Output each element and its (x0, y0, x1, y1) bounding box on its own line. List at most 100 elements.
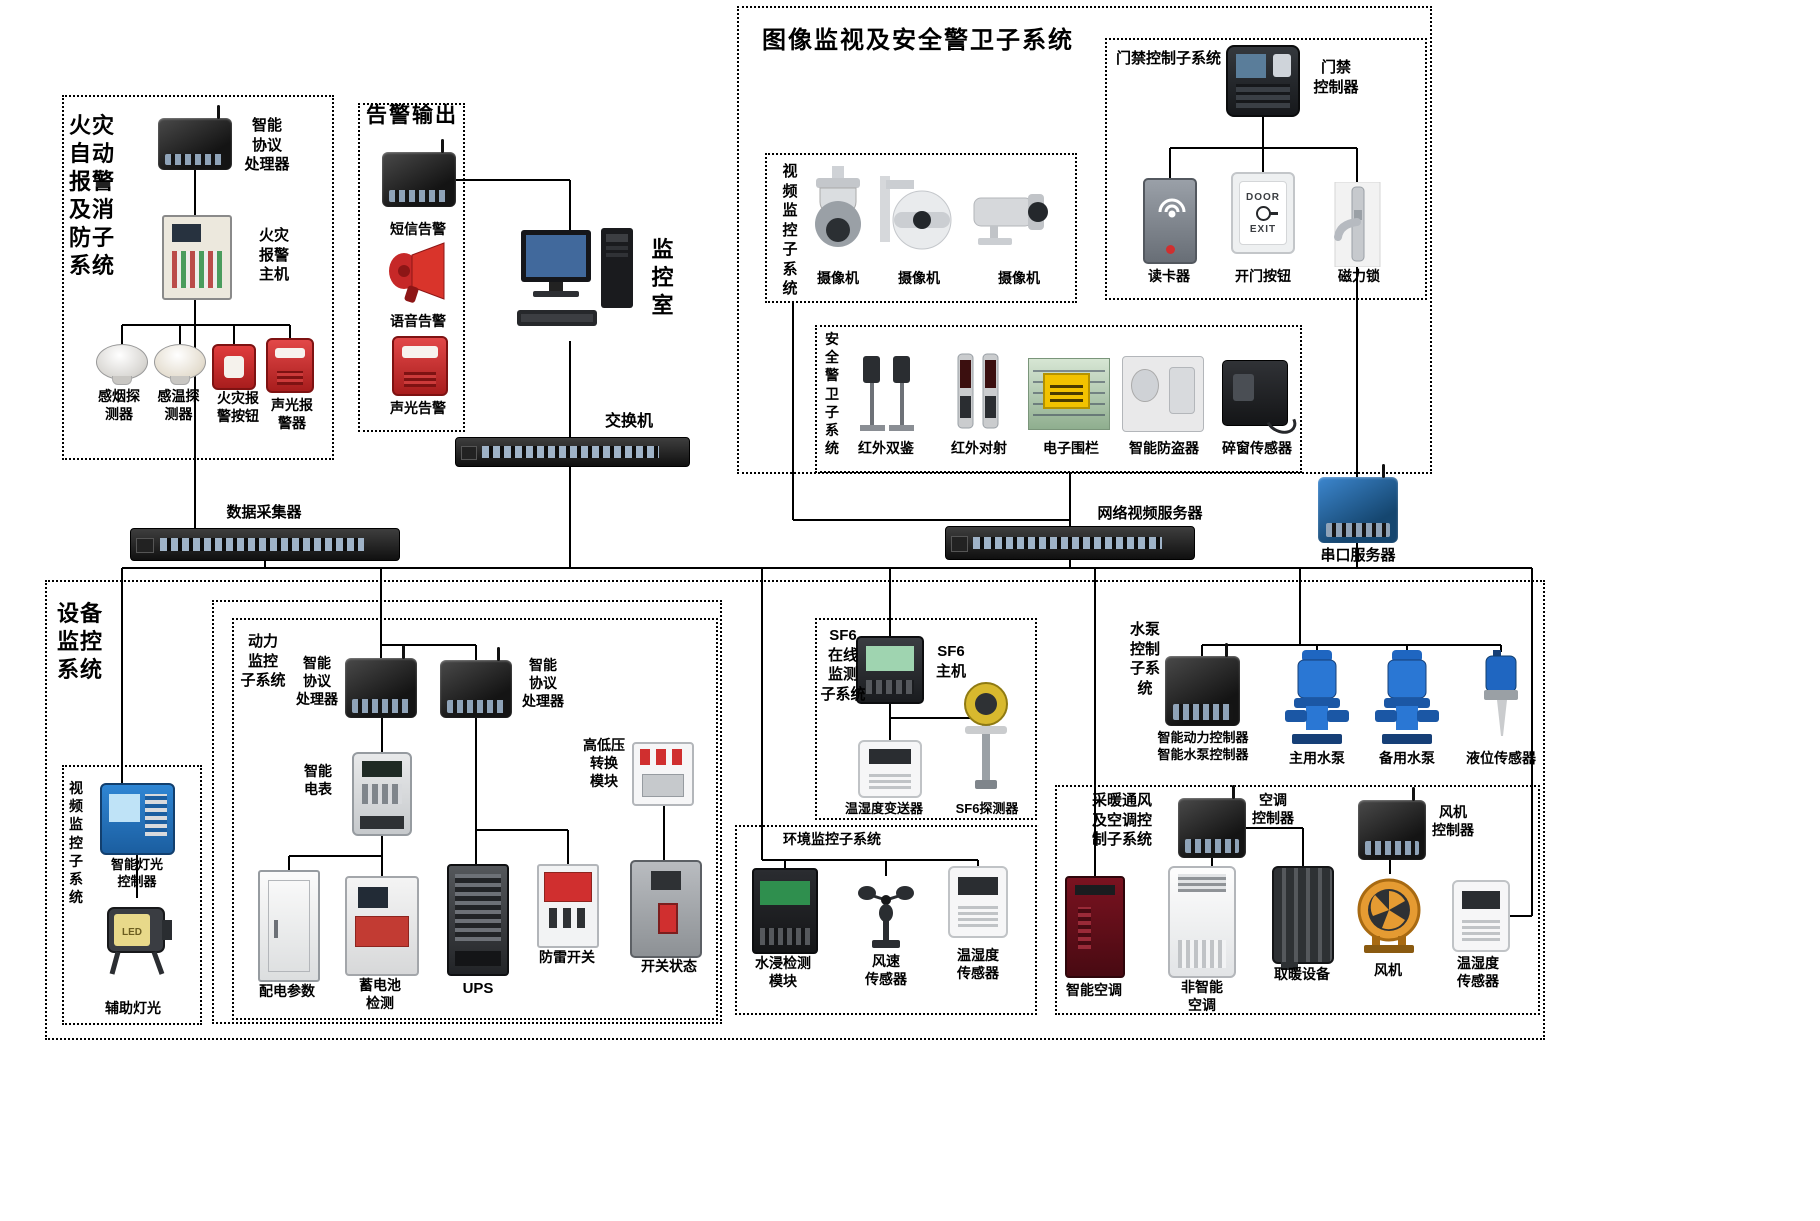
monitor-room-label: 监 控 室 (651, 237, 675, 318)
pump-controller-label: 智能动力控制器 智能水泵控制器 (1157, 730, 1249, 762)
anti-theft-label: 智能防盗器 (1129, 440, 1199, 456)
camera-bullet-device (968, 186, 1056, 254)
aux-light-label: 辅助灯光 (105, 1000, 161, 1016)
hvac-sub-box (1055, 785, 1540, 1015)
backup-pump-device (1374, 648, 1440, 748)
electric-fence-label: 电子围栏 (1043, 440, 1099, 456)
security-guard-box (815, 325, 1302, 473)
battery-tester-label: 蓄电池 检测 (359, 977, 401, 1012)
surveillance-title: 图像监视及安全警卫子系统 (762, 27, 1074, 54)
sf6-detector-label: SF6探测器 (955, 801, 1019, 816)
lan-switch-device (455, 437, 690, 467)
smart-meter-device (352, 752, 412, 836)
video-server-label: 网络视频服务器 (1097, 505, 1203, 522)
surge-protector-label: 防雷开关 (539, 949, 595, 965)
water-leak-module-device (752, 868, 818, 954)
floodlight-device: LED (102, 898, 178, 980)
power-sub-box (232, 618, 718, 1020)
backup-pump-label: 备用水泵 (1379, 750, 1435, 766)
wind-sensor-device (855, 876, 917, 952)
hv-module-label: 高低压 转换 模块 (583, 737, 625, 790)
heater-label: 取暖设备 (1274, 966, 1330, 982)
sf6-sub-title: SF6 在线 监测 子系统 (820, 627, 866, 703)
window-break-sensor-label: 碎窗传感器 (1222, 440, 1292, 456)
battery-tester-device (345, 876, 419, 976)
security-guard-title: 安 全 警 卫 子 系 统 (825, 331, 839, 457)
video-sub-box (62, 765, 202, 1025)
smoke-detector-device (96, 344, 148, 385)
power-protocol-left-label: 智能 协议 处理器 (296, 655, 338, 708)
sound-light-alarm-device (392, 336, 448, 396)
non-smart-ac-label: 非智能 空调 (1181, 979, 1223, 1014)
fire-alarm-host-label: 火灾 报警 主机 (258, 227, 289, 283)
heat-detector-device (154, 344, 206, 385)
alarm-output-box (358, 103, 465, 432)
fan-controller-device (1358, 787, 1426, 860)
video-surveillance-box (765, 153, 1077, 303)
sf6-detector-device (958, 680, 1013, 792)
card-reader-label: 读卡器 (1148, 268, 1190, 284)
fingerprint-pad-icon (1272, 53, 1291, 77)
data-collector-label: 数据采集器 (226, 504, 302, 521)
main-pump-device (1284, 648, 1350, 748)
ac-controller-label: 空调 控制器 (1252, 792, 1294, 827)
water-leak-label: 水浸检测 模块 (755, 955, 811, 990)
distribution-cabinet-device (258, 870, 320, 982)
smart-ac-label: 智能空调 (1066, 982, 1122, 998)
fire-alarm-host-device (162, 215, 232, 300)
light-controller-label: 智能灯光 控制器 (110, 857, 163, 889)
card-reader-device (1143, 178, 1197, 264)
video-surveillance-title: 视 频 监 控 子 系 统 (782, 163, 798, 297)
hvac-temp-sensor-device (1452, 880, 1510, 952)
key-icon (1255, 205, 1278, 221)
sf6-host-label: SF6 主机 (935, 643, 966, 680)
fire-sounder-label: 声光报 警器 (271, 397, 313, 432)
access-control-title: 门禁控制子系统 (1116, 50, 1222, 67)
sms-alarm-device (382, 139, 456, 207)
blower-fan-device (1352, 872, 1426, 958)
meter-terminals (359, 816, 405, 830)
voice-alarm-label: 语音告警 (390, 313, 446, 329)
light-controller-device (100, 783, 175, 855)
humidity-transmitter-label: 温湿度变送器 (844, 801, 923, 816)
breaker-device (630, 860, 702, 958)
surveillance-system-box (737, 6, 1432, 474)
infrared-dual-device (858, 350, 916, 436)
sound-light-alarm-label: 声光告警 (390, 400, 446, 416)
equipment-system-box (45, 580, 1545, 1040)
infrared-beam-device (950, 352, 1006, 436)
video-sub-title: 视 频 监 控 子 系 统 (69, 780, 83, 906)
breaker-label: 开关状态 (641, 958, 697, 974)
camera-1-label: 摄像机 (817, 270, 859, 286)
smoke-detector-label: 感烟探 测器 (98, 388, 140, 423)
serial-server-label: 串口服务器 (1320, 547, 1396, 564)
fire-call-point-label: 火灾报 警按钮 (217, 390, 259, 425)
led-text: LED (122, 927, 142, 938)
sf6-host-device (856, 636, 924, 704)
env-temp-sensor-label: 温湿度 传感器 (957, 947, 999, 982)
main-pump-label: 主用水泵 (1289, 750, 1345, 766)
fan-controller-label: 风机 控制器 (1432, 804, 1474, 839)
fire-call-point-device (212, 344, 256, 390)
serial-server-device (1318, 464, 1398, 543)
hvac-sub-title: 采暖通风 及空调控 制子系统 (1091, 792, 1152, 848)
wifi-icon (1158, 198, 1186, 218)
magnetic-lock-device (1330, 182, 1385, 267)
hv-module-device (632, 742, 694, 806)
level-sensor-device (1474, 650, 1528, 738)
electric-fence-device (1028, 358, 1110, 430)
data-collector-device (130, 528, 400, 561)
lan-switch-label: 交换机 (604, 413, 653, 430)
humidity-transmitter-device (858, 740, 922, 798)
heat-detector-label: 感温探 测器 (157, 388, 200, 423)
exit-text: EXIT (1249, 223, 1277, 235)
door-exit-button-label: 开门按钮 (1235, 268, 1291, 284)
warning-sign-icon (1043, 373, 1090, 410)
fire-system-box (62, 95, 334, 460)
voice-alarm-device (384, 238, 450, 310)
ac-controller-device (1178, 785, 1246, 858)
env-temp-sensor-device (948, 866, 1008, 938)
hvac-temp-sensor-label: 温湿度 传感器 (1457, 955, 1499, 990)
